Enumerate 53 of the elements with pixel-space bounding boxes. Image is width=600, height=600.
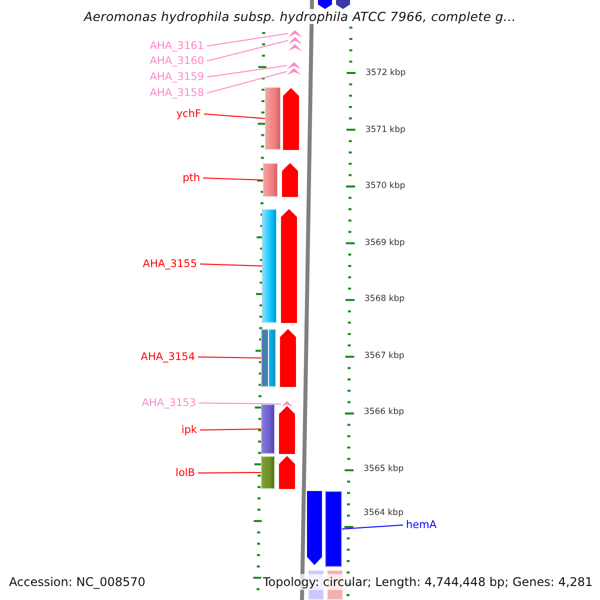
- footer-text: Accession: NC_008570: [9, 574, 146, 590]
- gene-label: AHA_3161: [150, 39, 204, 53]
- gene-marker: [288, 30, 302, 37]
- leader-line: [206, 33, 288, 46]
- gene-block: [279, 456, 295, 489]
- gene-bar: [261, 404, 275, 454]
- gene-block: [307, 491, 322, 565]
- gene-label: AHA_3153: [142, 396, 196, 410]
- gene-label: pth: [182, 171, 200, 185]
- leader-line: [206, 71, 288, 94]
- gene-label: AHA_3158: [150, 86, 204, 100]
- scale-label: 3569 kbp: [364, 237, 405, 249]
- scale-label: 3565 kbp: [364, 463, 404, 475]
- gene-marker: [287, 68, 301, 75]
- scale-label: 3571 kbp: [365, 124, 406, 136]
- gene-label: AHA_3159: [150, 70, 204, 84]
- gene-label: AHA_3160: [150, 54, 204, 68]
- leader-line: [206, 40, 288, 62]
- leader-line: [342, 524, 404, 530]
- leader-line: [198, 472, 262, 474]
- scale-label: 3564 kbp: [363, 507, 404, 519]
- gene-label: ychF: [176, 107, 201, 121]
- gene-bar: [325, 491, 342, 567]
- leader-line: [206, 65, 288, 78]
- gene-marker: [288, 44, 302, 51]
- scale-label: 3566 kbp: [364, 406, 404, 418]
- scale-label: 3567 kbp: [364, 350, 404, 362]
- gene-label: ipk: [181, 423, 197, 437]
- gene-block: [280, 329, 296, 387]
- scale-label: 3568 kbp: [364, 293, 405, 305]
- leader-line: [202, 178, 264, 180]
- gene-label: AHA_3154: [140, 350, 195, 364]
- leader-line: [198, 356, 262, 358]
- scale-label: 3570 kbp: [365, 180, 406, 192]
- gene-label: lolB: [176, 466, 195, 480]
- gene-bar: [262, 209, 277, 323]
- scale-label: 3572 kbp: [366, 67, 406, 79]
- leader-line: [200, 264, 262, 266]
- gene-block: [281, 209, 297, 323]
- gene-bar: [263, 163, 278, 197]
- footer-text: Topology: circular; Length: 4,744,448 bp; Genes: 4,281: [263, 574, 593, 590]
- leader-line: [200, 428, 262, 430]
- gene-bar: [265, 87, 281, 150]
- gene-marker: [288, 37, 302, 44]
- gene-label: AHA_3155: [142, 257, 197, 271]
- gene-bar: [261, 456, 275, 489]
- gene-marker: [287, 62, 301, 69]
- gene-bar: [261, 329, 276, 387]
- leader-line: [198, 402, 282, 404]
- gene-block: [279, 406, 295, 454]
- gene-label: hemA: [406, 518, 437, 532]
- leader-line: [204, 114, 266, 119]
- gene-block: [282, 163, 298, 197]
